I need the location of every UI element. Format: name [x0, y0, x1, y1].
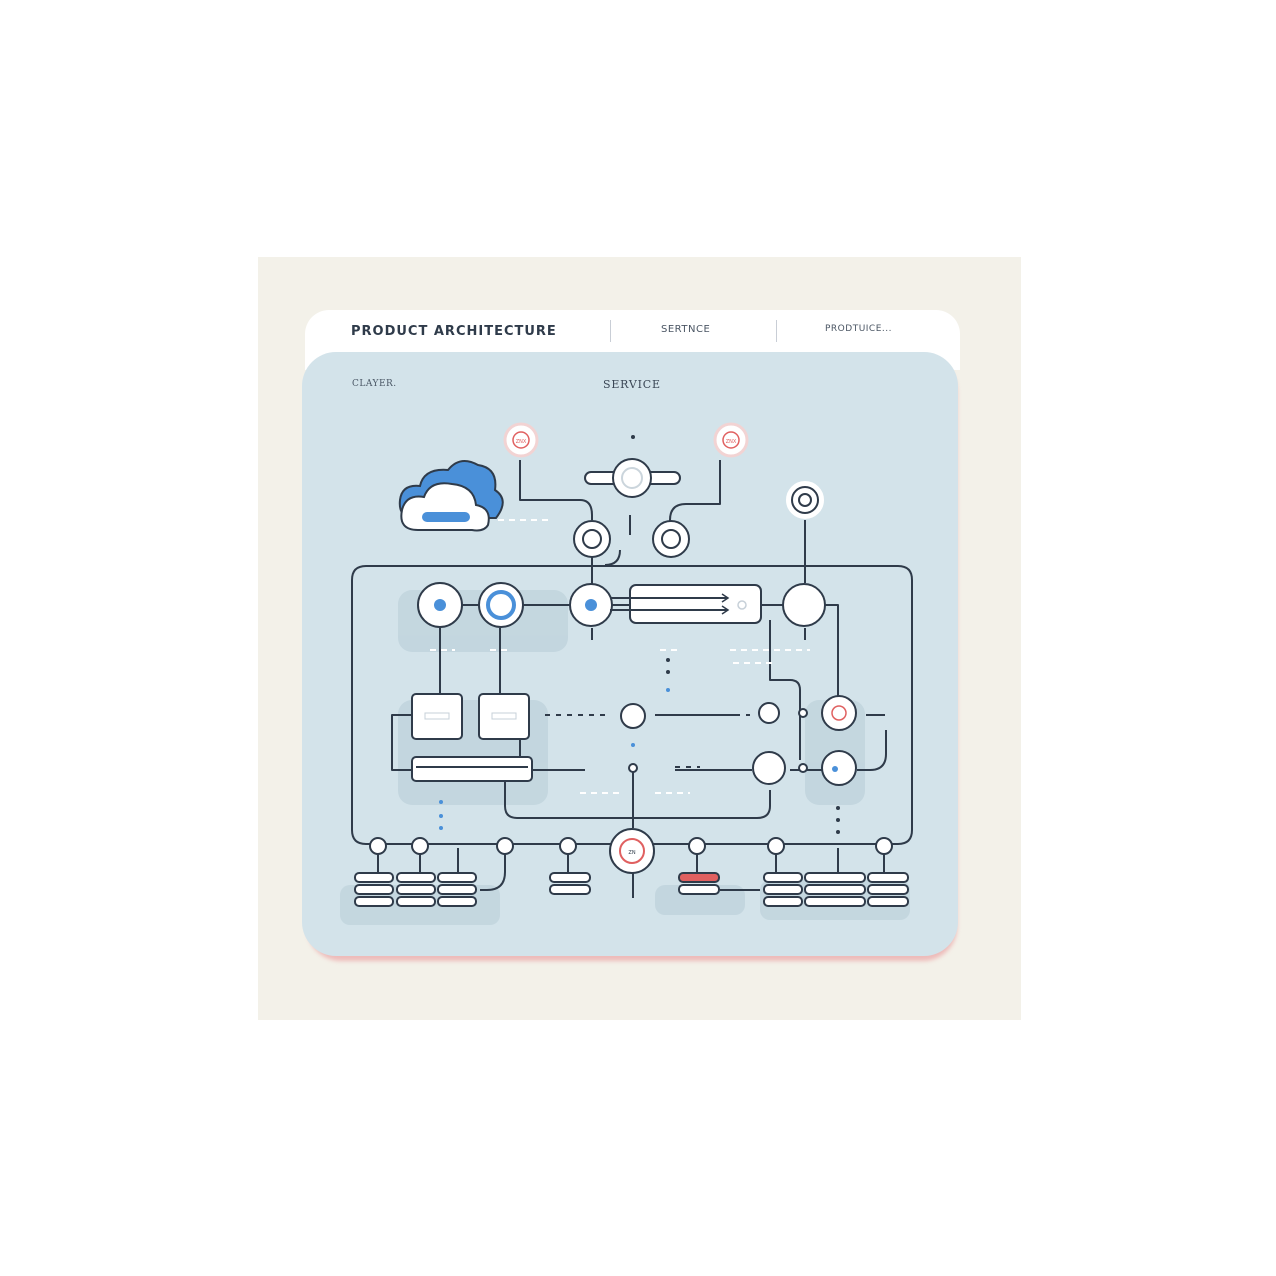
service-node-3	[569, 583, 613, 627]
header-tabs: PRODUCT ARCHITECTURE SERTNCE PRODTUICE..…	[305, 310, 960, 352]
service-node-1	[417, 582, 463, 628]
layer-label: CLAYER.	[352, 379, 397, 389]
module-bar	[411, 756, 533, 782]
tab-divider	[610, 320, 611, 342]
module-box-1	[411, 693, 463, 740]
connector-ring-left	[573, 520, 611, 558]
dashed-highlights	[430, 519, 810, 794]
broadcast-icon	[786, 481, 824, 519]
svg-text:ZN: ZN	[628, 850, 635, 856]
junction-node-2	[628, 763, 638, 773]
module-box-2	[478, 693, 530, 740]
central-db-node: ZN	[609, 828, 655, 874]
tab-service[interactable]: SERTNCE	[661, 324, 711, 335]
page-title: PRODUCT ARCHITECTURE	[351, 324, 557, 339]
service-node-4	[782, 583, 826, 627]
junction-dot-1	[798, 708, 808, 718]
connector-ring-right	[652, 520, 690, 558]
service-node-2	[478, 582, 524, 628]
dashed-links	[545, 714, 885, 768]
junction-dot-2	[798, 763, 808, 773]
dark-dots	[631, 435, 840, 834]
junction-node-1	[620, 703, 646, 729]
endpoint-node	[821, 750, 857, 786]
queue-bar	[610, 584, 762, 624]
storage-stacks	[354, 872, 909, 907]
svg-text:ZNX: ZNX	[516, 439, 527, 445]
junction-node-4	[752, 751, 786, 785]
bus-ports	[369, 837, 893, 855]
service-label: SERVICE	[603, 378, 661, 391]
svg-text:ZNX: ZNX	[726, 439, 737, 445]
tab-divider	[776, 320, 777, 342]
alert-node	[821, 695, 857, 731]
tab-products[interactable]: PRODTUICE...	[825, 324, 892, 334]
junction-node-3	[758, 702, 780, 724]
cloud-icon	[398, 460, 504, 532]
alert-storage	[678, 872, 720, 883]
gateway-node	[584, 458, 681, 498]
blue-dots	[439, 688, 670, 830]
status-node-right: ZNX	[713, 422, 749, 458]
status-node-left: ZNX	[503, 422, 539, 458]
